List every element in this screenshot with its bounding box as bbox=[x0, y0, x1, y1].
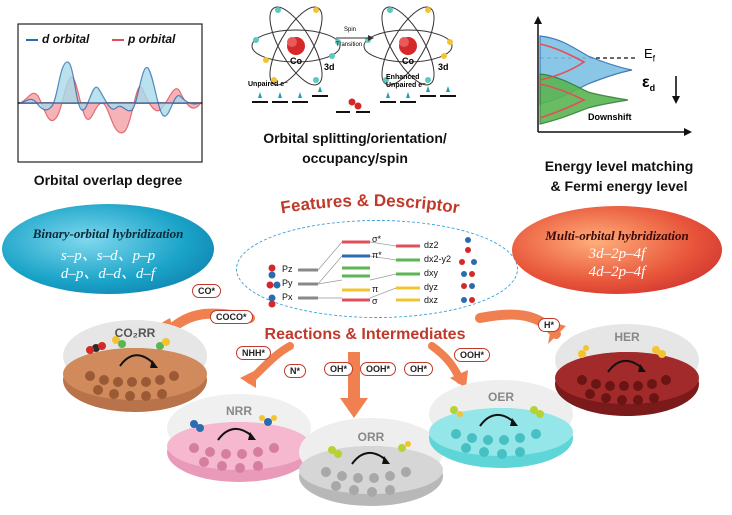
orr-label: ORR bbox=[357, 430, 385, 444]
multi-hybridization-line2: 4d–2p–4f bbox=[588, 264, 646, 280]
her-illustration bbox=[555, 324, 699, 416]
co2rr-illustration bbox=[63, 320, 207, 412]
badge-oh-1: OH* bbox=[324, 362, 354, 376]
ed-text: ε bbox=[642, 74, 650, 91]
d-band-center-label: εd bbox=[642, 74, 655, 93]
spin-transition-panel: Co Co 3d 3d Spin Transition Unpaired e⁻ … bbox=[238, 2, 468, 120]
binary-hybridization-line2: d–p、d–d、d–f bbox=[60, 266, 156, 282]
downshift-label: Downshift bbox=[588, 112, 632, 122]
atom-co-right: Co bbox=[402, 56, 414, 66]
dos-plot bbox=[534, 16, 692, 136]
spin-label: Spin bbox=[344, 27, 357, 33]
atom-co-left: Co bbox=[290, 56, 302, 66]
her-surface: HER bbox=[552, 320, 702, 420]
co2rr-surface: CO₂RR bbox=[60, 316, 210, 416]
multi-hybridization-ellipse bbox=[512, 206, 722, 294]
orbital-diagram-ellipse bbox=[236, 220, 518, 318]
oer-surface: OER bbox=[426, 376, 576, 472]
atom-diagram bbox=[251, 6, 456, 113]
multi-hybridization-title: Multi-orbital hybridization bbox=[545, 228, 689, 243]
badge-oh-2: OH* bbox=[404, 362, 434, 376]
reactions-title: Reactions & Intermediates bbox=[264, 326, 466, 343]
mo-diagram bbox=[266, 237, 477, 308]
orbital-splitting-caption-1: Orbital splitting/orientation/ bbox=[263, 130, 447, 146]
orbital-overlap-plot bbox=[17, 23, 203, 163]
fermi-level-label: Ef bbox=[644, 46, 655, 64]
nrr-label: NRR bbox=[226, 404, 252, 418]
pi-star-label: π* bbox=[372, 250, 382, 260]
oer-illustration bbox=[429, 380, 573, 468]
multi-hybridization-line1: 3d–2p–4f bbox=[588, 246, 646, 262]
orbital-splitting-caption-2: occupancy/spin bbox=[302, 150, 408, 166]
transition-label: Transition bbox=[336, 42, 363, 48]
nrr-surface: NRR bbox=[164, 390, 314, 486]
d-orbital-label-xy: dxy bbox=[424, 268, 439, 278]
unpaired-right-label: Enhanced Unpaired e⁻ bbox=[386, 74, 426, 89]
p-orbital-label-x: Px bbox=[282, 292, 293, 302]
pi-label: π bbox=[372, 284, 379, 294]
ef-sub: f bbox=[652, 53, 656, 64]
d-orbital-label-yz: dyz bbox=[424, 282, 439, 292]
badge-co: CO* bbox=[192, 284, 222, 298]
badge-coco: COCO* bbox=[210, 310, 253, 324]
features-title-arc: Features & Descriptor bbox=[279, 191, 461, 217]
her-label: HER bbox=[614, 330, 640, 344]
ef-text: E bbox=[644, 46, 653, 61]
unpaired-left-label: Unpaired e⁻ bbox=[248, 81, 288, 88]
oer-label: OER bbox=[487, 390, 514, 404]
legend-p-orbital: p orbital bbox=[128, 32, 176, 46]
orbital-overlap-panel: d orbital p orbital bbox=[8, 18, 208, 168]
sigma-star-label: σ* bbox=[372, 234, 382, 244]
d-orbital-label-xz: dxz bbox=[424, 295, 439, 305]
legend-d-orbital: d orbital bbox=[42, 32, 90, 46]
badge-ooh-2: OOH* bbox=[454, 348, 491, 362]
badge-h: H* bbox=[538, 318, 561, 332]
d-orbital-label-z2: dz2 bbox=[424, 240, 439, 250]
nrr-illustration bbox=[167, 394, 311, 482]
binary-hybridization-ellipse bbox=[2, 204, 214, 294]
sigma-label: σ bbox=[372, 296, 378, 306]
co2rr-label: CO₂RR bbox=[114, 326, 156, 340]
orr-illustration bbox=[299, 418, 443, 506]
sub-3d-left: 3d bbox=[324, 62, 335, 72]
d-orbital-label-x2y2: dx2-y2 bbox=[424, 254, 452, 264]
energy-level-panel: Ef εd Downshift bbox=[528, 14, 698, 138]
orbital-overlap-caption: Orbital overlap degree bbox=[33, 172, 183, 188]
ed-sub: d bbox=[649, 83, 656, 94]
badge-ooh-1: OOH* bbox=[360, 362, 397, 376]
sub-3d-right: 3d bbox=[438, 62, 449, 72]
energy-level-caption-1: Energy level matching bbox=[544, 158, 694, 174]
features-title-text: Features & Descriptor bbox=[279, 191, 461, 217]
badge-n: N* bbox=[284, 364, 307, 378]
energy-level-caption-2: & Fermi energy level bbox=[550, 178, 688, 194]
orr-surface: ORR bbox=[296, 414, 446, 510]
binary-hybridization-title: Binary-orbital hybridization bbox=[32, 226, 184, 241]
p-orbital-label-y: Py bbox=[282, 278, 293, 288]
p-orbital-label-z: Pz bbox=[282, 264, 293, 274]
binary-hybridization-line1: s–p、s–d、p–p bbox=[60, 248, 156, 264]
badge-nhh: NHH* bbox=[236, 346, 272, 360]
